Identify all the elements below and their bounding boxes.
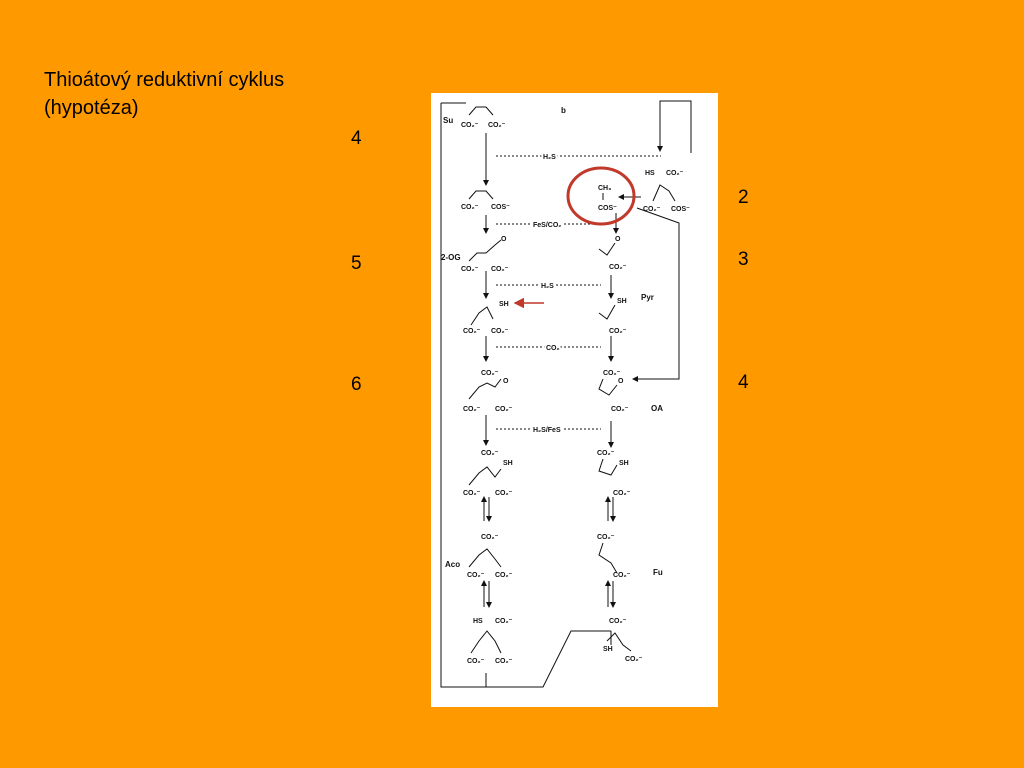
pyr-co2: CO₂⁻ xyxy=(609,264,627,271)
row8-right-sh: SH xyxy=(603,646,613,653)
reaction-scheme-svg: b Su CO₂⁻ CO₂⁻ H₂S FeS/CO₂ H₂S CO₂ H₂S/F… xyxy=(440,100,692,688)
reagent-h2s-mid: H₂S xyxy=(541,283,554,290)
row8-left-hs: HS xyxy=(473,618,483,625)
og-co2-b: CO₂⁻ xyxy=(491,266,509,273)
og-o: O xyxy=(501,236,507,243)
row2-left-skeleton xyxy=(468,190,494,200)
row6-left-sh: SH xyxy=(503,460,513,467)
acetyl-ch3: CH₃ xyxy=(598,185,611,192)
outer-loop-line xyxy=(440,103,611,688)
row4-right-sh: SH xyxy=(617,298,627,305)
row5-right-o: O xyxy=(618,378,624,385)
fu-skeleton xyxy=(598,542,618,574)
row4-left-sh: SH xyxy=(499,301,509,308)
row4-right-co2: CO₂⁻ xyxy=(609,328,627,335)
row6-left-co2-top: CO₂⁻ xyxy=(481,450,499,457)
row6-left-co2-b: CO₂⁻ xyxy=(495,490,513,497)
right-number-2: 3 xyxy=(738,249,749,270)
row5-left-skeleton xyxy=(468,378,502,400)
left-number-2: 5 xyxy=(351,253,362,274)
og-co2-a: CO₂⁻ xyxy=(461,266,479,273)
row5-left-o: O xyxy=(503,378,509,385)
row8-left-co2-a: CO₂⁻ xyxy=(467,658,485,665)
row2-left-co2: CO₂⁻ xyxy=(461,204,479,211)
row2-left-cos: COS⁻ xyxy=(491,204,510,211)
row6-right-skeleton xyxy=(598,458,618,476)
compound-aco: Aco xyxy=(445,560,460,569)
og-carbonyl xyxy=(494,239,502,246)
row6-left-skeleton xyxy=(468,466,502,486)
reagent-fes-co2: FeS/CO₂ xyxy=(533,222,561,229)
aco-co2-b: CO₂⁻ xyxy=(495,572,513,579)
right-return-line xyxy=(632,207,680,382)
right-number-1: 2 xyxy=(738,187,749,208)
slide-title: Thioátový reduktivní cyklus (hypotéza) xyxy=(44,66,284,122)
row5-left-co2-top: CO₂⁻ xyxy=(481,370,499,377)
compound-og: 2-OG xyxy=(441,253,461,262)
row1-right-skeleton xyxy=(652,184,676,202)
row4-left-co2-b: CO₂⁻ xyxy=(491,328,509,335)
top-right-loop xyxy=(657,100,692,153)
row5-right-co2-top: CO₂⁻ xyxy=(603,370,621,377)
row6-right-co2: CO₂⁻ xyxy=(613,490,631,497)
aco-co2-a: CO₂⁻ xyxy=(467,572,485,579)
row1-right-co2-b: CO₂⁻ xyxy=(643,206,661,213)
row1-right-cos: COS⁻ xyxy=(671,206,690,213)
right-number-3: 4 xyxy=(738,372,749,393)
fu-co2: CO₂⁻ xyxy=(613,572,631,579)
compound-oa: OA xyxy=(651,404,663,413)
compound-su: Su xyxy=(443,116,453,125)
compound-pyr: Pyr xyxy=(641,293,654,302)
title-line-1: Thioátový reduktivní cyklus xyxy=(44,69,285,91)
row8-right-co2-top: CO₂⁻ xyxy=(609,618,627,625)
row5-left-co2-b: CO₂⁻ xyxy=(495,406,513,413)
row8-left-co2-top: CO₂⁻ xyxy=(495,618,513,625)
row1-right-hs: HS xyxy=(645,170,655,177)
row8-left-skeleton xyxy=(470,630,502,654)
acetyl-cos: COS⁻ xyxy=(598,205,617,212)
row4-left-co2-a: CO₂⁻ xyxy=(463,328,481,335)
su-skeleton xyxy=(468,106,494,116)
row8-right-skeleton xyxy=(606,632,632,652)
reagent-co2: CO₂ xyxy=(546,345,560,352)
su-co2-b: CO₂⁻ xyxy=(488,122,506,129)
compound-fu: Fu xyxy=(653,568,663,577)
reagent-h2s-fes: H₂S/FeS xyxy=(533,427,561,434)
row8-right-co2: CO₂⁻ xyxy=(625,656,643,663)
row6-left-co2-a: CO₂⁻ xyxy=(463,490,481,497)
aco-skeleton xyxy=(468,548,502,568)
left-number-3: 6 xyxy=(351,374,362,395)
pyr-o: O xyxy=(615,236,621,243)
aco-co2-top: CO₂⁻ xyxy=(481,534,499,541)
left-number-1: 4 xyxy=(351,128,362,149)
row6-right-sh: SH xyxy=(619,460,629,467)
row4-left-skeleton xyxy=(470,306,494,326)
row6-right-co2-top: CO₂⁻ xyxy=(597,450,615,457)
row1-right-co2: CO₂⁻ xyxy=(666,170,684,177)
row5-right-skeleton xyxy=(598,378,618,396)
su-co2-a: CO₂⁻ xyxy=(461,122,479,129)
fu-co2-top: CO₂⁻ xyxy=(597,534,615,541)
title-line-2: (hypotéza) xyxy=(44,97,139,119)
row4-right-skeleton xyxy=(598,304,616,320)
row8-left-co2-b: CO₂⁻ xyxy=(495,658,513,665)
pyr-skeleton xyxy=(598,242,616,256)
og-skeleton xyxy=(468,244,496,262)
row5-right-co2-b: CO₂⁻ xyxy=(611,406,629,413)
panel-label: b xyxy=(561,106,566,115)
row5-left-co2-a: CO₂⁻ xyxy=(463,406,481,413)
highlight-circle xyxy=(566,166,636,226)
reaction-scheme-panel: b Su CO₂⁻ CO₂⁻ H₂S FeS/CO₂ H₂S CO₂ H₂S/F… xyxy=(431,93,718,707)
reagent-h2s-top: H₂S xyxy=(543,154,556,161)
